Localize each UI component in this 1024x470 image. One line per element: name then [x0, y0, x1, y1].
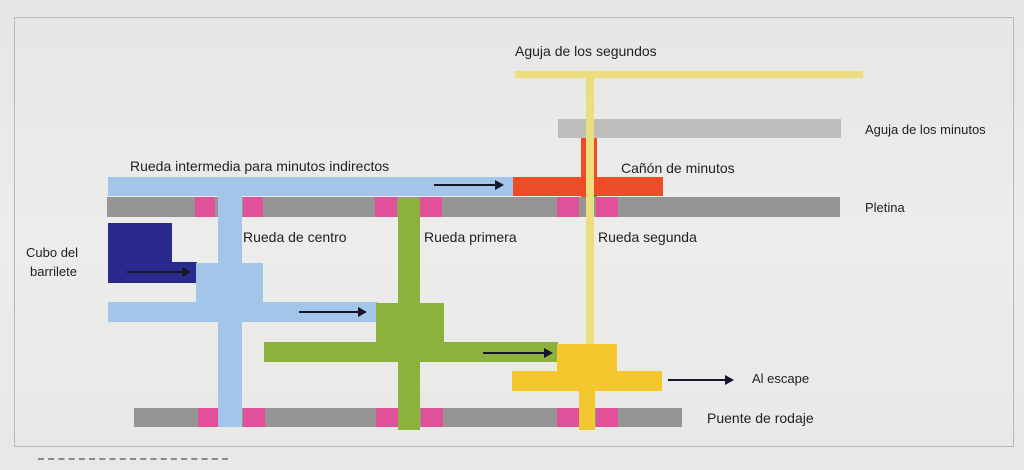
center-wheel-pinion — [196, 263, 263, 303]
intermediate-wheel-label: Rueda intermedia para minutos indirectos — [130, 158, 390, 174]
bridge-bearing — [243, 408, 265, 427]
intermediate-wheel-bar — [108, 177, 514, 196]
minute-pipe-label: Cañón de minutos — [621, 160, 735, 176]
arrow-right-icon — [127, 267, 191, 277]
plate-bearing — [557, 197, 579, 217]
arrow-right-icon — [299, 307, 367, 317]
bridge-bearing — [596, 408, 618, 427]
center-wheel-arbor-lower — [218, 405, 242, 427]
first-wheel-pinion — [376, 303, 444, 343]
plate-bearing — [596, 197, 618, 217]
second-wheel-arbor — [586, 75, 594, 345]
bridge-bearing — [421, 408, 443, 427]
plate-bearing — [420, 197, 442, 217]
second-wheel-bar — [512, 371, 662, 391]
barrel-hub-block — [108, 223, 172, 283]
arrow-right-icon — [434, 180, 504, 190]
first-wheel-bar — [264, 342, 558, 362]
plate-bearing — [375, 197, 397, 217]
center-wheel-label: Rueda de centro — [243, 229, 347, 245]
barrel-hub-label-line2: barrilete — [30, 264, 77, 279]
seconds-hand-bar — [515, 71, 863, 78]
minutes-hand-label: Aguja de los minutos — [865, 122, 986, 137]
second-wheel-arbor-lower — [579, 405, 595, 430]
second-wheel-label: Rueda segunda — [598, 229, 697, 245]
minutes-hand-bar — [558, 119, 841, 138]
arrow-right-icon — [483, 348, 553, 358]
plate-label: Pletina — [865, 200, 905, 215]
plate-bar — [107, 197, 840, 217]
cropped-caption-edge — [38, 458, 228, 466]
diagram-frame — [14, 17, 1014, 447]
escape-label: Al escape — [752, 371, 810, 386]
arrow-right-icon — [668, 375, 734, 385]
seconds-hand-label: Aguja de los segundos — [515, 43, 657, 59]
bridge-bearing — [557, 408, 579, 427]
plate-bearing — [243, 197, 263, 217]
train-bridge-label: Puente de rodaje — [707, 410, 814, 426]
plate-bearing — [195, 197, 215, 217]
center-wheel-bar — [108, 302, 378, 322]
second-wheel-pinion — [557, 344, 617, 372]
bridge-bearing — [376, 408, 398, 427]
bridge-bearing — [198, 408, 220, 427]
barrel-hub-label-line1: Cubo del — [26, 245, 79, 260]
first-wheel-label: Rueda primera — [424, 229, 517, 245]
first-wheel-arbor-lower — [398, 405, 420, 430]
